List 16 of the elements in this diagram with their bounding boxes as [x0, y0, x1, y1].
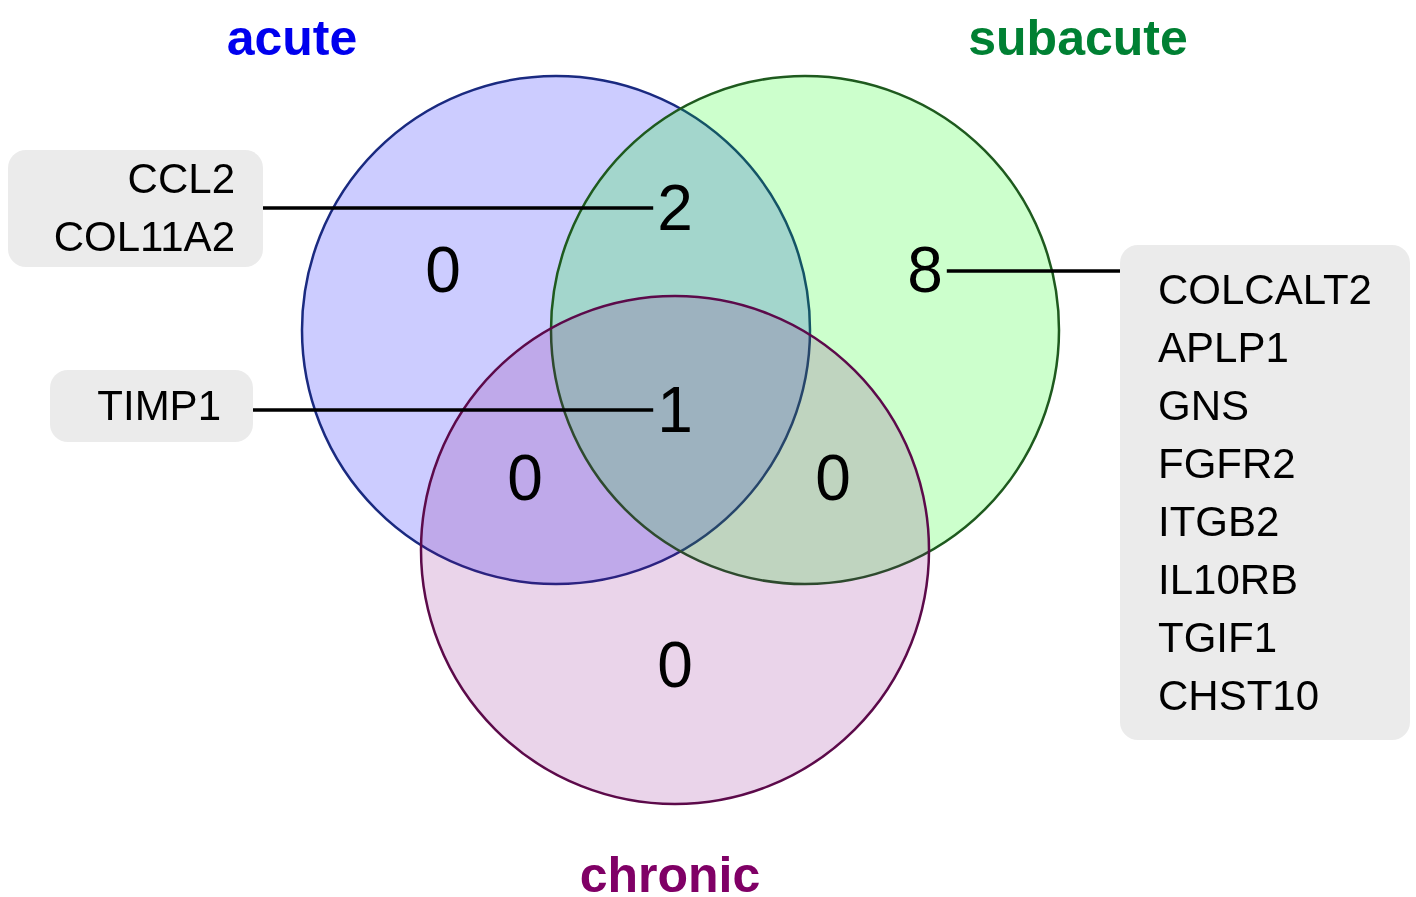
count-number: 0: [507, 446, 543, 510]
gene-list-box: TIMP1: [50, 370, 253, 442]
count-number: 2: [657, 176, 693, 240]
set-title: chronic: [579, 850, 761, 897]
leader-line: [263, 206, 654, 210]
gene-list-box: COLCALT2 APLP1 GNS FGFR2 ITGB2 IL10RB TGIF1 CHST10: [1120, 245, 1410, 740]
set-title: subacute: [968, 13, 1188, 63]
gene-list-box: CCL2 COL11A2: [8, 150, 263, 267]
count-number: 0: [425, 238, 461, 302]
count-number: 0: [815, 446, 851, 510]
leader-line: [253, 408, 654, 412]
count-number: 1: [657, 378, 693, 442]
count-number: 0: [657, 633, 693, 697]
leader-line: [946, 269, 1120, 273]
count-number: 8: [907, 238, 943, 302]
set-title: acute: [226, 13, 358, 63]
